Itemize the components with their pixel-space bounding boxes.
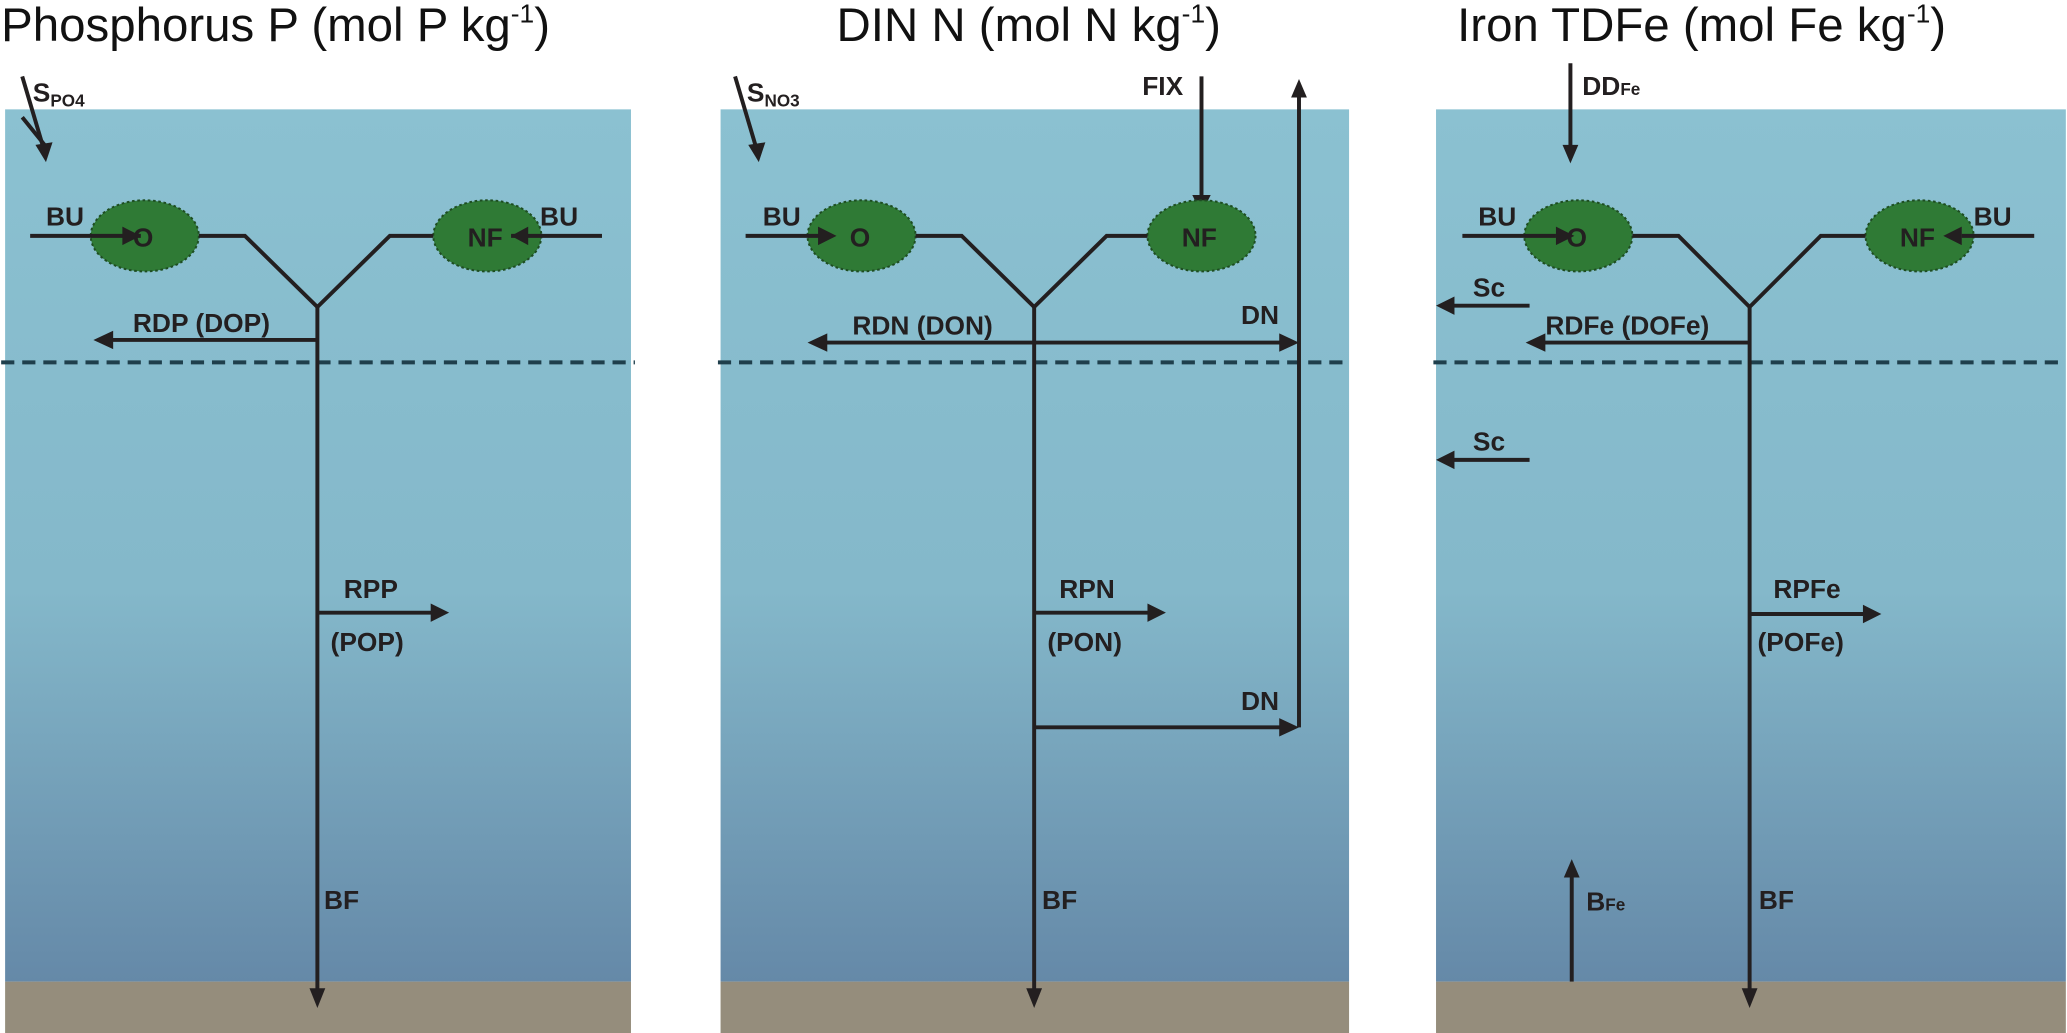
rp-sub-label: (POP) xyxy=(331,627,404,657)
source-label: SPO4 xyxy=(33,77,85,110)
panel-phosphorus: Phosphorus P (mol P kg-1) SPO4 O NF BU B… xyxy=(1,0,635,1033)
dn-lower-label: DN xyxy=(1241,686,1279,716)
bfe-label: BFe xyxy=(1586,886,1625,916)
bu-left-label: BU xyxy=(1478,201,1516,231)
cell-o-label: O xyxy=(850,222,871,252)
sc-upper-label: Sc xyxy=(1473,272,1505,302)
panel-din: DIN N (mol N kg-1) SNO3 FIX O NF BU BF R… xyxy=(717,0,1351,1033)
bu-left-label: BU xyxy=(763,201,801,231)
cell-nitrogen-fixer xyxy=(1146,199,1257,273)
bu-left-label: BU xyxy=(46,201,84,231)
dd-label: DDFe xyxy=(1582,71,1640,101)
source-label: SNO3 xyxy=(747,77,800,110)
cell-nf-label: NF xyxy=(468,222,503,252)
bf-label: BF xyxy=(324,885,359,915)
bf-label: BF xyxy=(1759,885,1794,915)
cell-nf-label: NF xyxy=(1182,222,1217,252)
rd-label: RDFe (DOFe) xyxy=(1545,311,1709,341)
sc-lower-label: Sc xyxy=(1473,427,1505,457)
panel-iron: Iron TDFe (mol Fe kg-1) DDFe O NF BU BU … xyxy=(1433,0,2066,1033)
rp-sub-label: (POFe) xyxy=(1758,627,1844,657)
rp-label: RPP xyxy=(344,574,398,604)
bu-right-label: BU xyxy=(540,201,578,231)
cell-o-label: O xyxy=(133,222,154,252)
rp-sub-label: (PON) xyxy=(1047,627,1122,657)
panel-title: Iron TDFe (mol Fe kg-1) xyxy=(1457,0,1946,52)
bu-right-label: BU xyxy=(1974,201,2012,231)
cell-nf-label: NF xyxy=(1900,222,1935,252)
rd-label: RDP (DOP) xyxy=(133,308,270,338)
panel-title: Phosphorus P (mol P kg-1) xyxy=(1,0,550,52)
fix-label: FIX xyxy=(1142,71,1183,101)
bf-label: BF xyxy=(1042,885,1077,915)
source-arrow xyxy=(733,75,759,149)
cell-o-label: O xyxy=(1566,222,1587,252)
rp-label: RPN xyxy=(1059,574,1115,604)
rd-label: RDN (DON) xyxy=(852,311,992,341)
rp-label: RPFe xyxy=(1773,574,1840,604)
dn-upper-label: DN xyxy=(1241,300,1279,330)
panel-title: DIN N (mol N kg-1) xyxy=(837,0,1221,52)
